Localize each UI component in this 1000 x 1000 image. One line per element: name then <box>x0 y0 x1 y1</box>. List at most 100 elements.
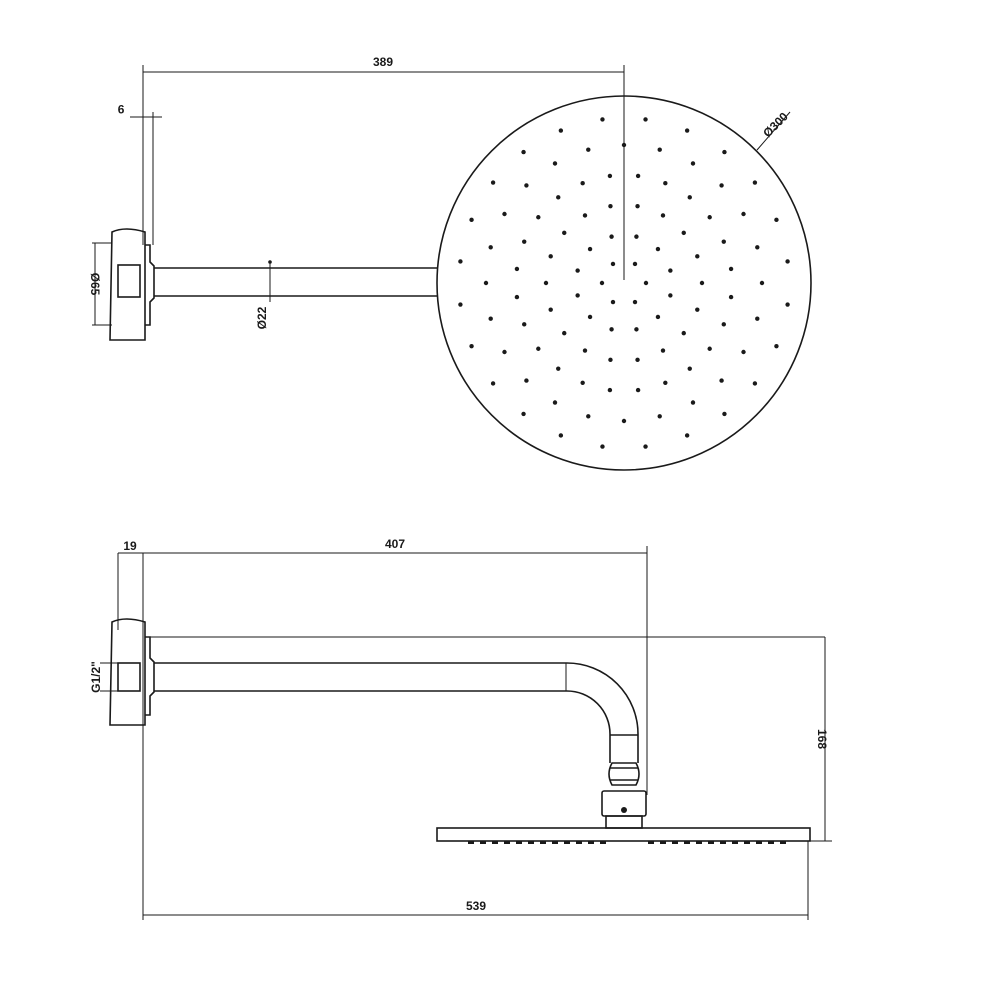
wall-socket <box>117 264 141 298</box>
nozzle <box>580 380 585 385</box>
nozzle <box>660 213 666 218</box>
nozzle <box>586 414 591 419</box>
nozzle <box>536 346 541 351</box>
nozzle <box>468 841 474 844</box>
nozzle <box>785 302 790 307</box>
nozzle <box>635 173 641 179</box>
nozzle <box>660 841 666 844</box>
nozzle <box>721 239 726 244</box>
nozzle-pattern <box>458 117 790 449</box>
nozzle <box>580 181 585 186</box>
nozzle <box>528 841 534 844</box>
nozzle <box>524 183 529 188</box>
nozzle <box>490 381 496 386</box>
nozzle <box>621 418 627 424</box>
nozzle <box>684 841 690 844</box>
nozzle <box>587 314 593 320</box>
screw-icon <box>621 807 627 813</box>
dim-arrow <box>268 260 272 264</box>
nozzle <box>556 195 561 200</box>
nozzle <box>774 343 779 349</box>
nozzle <box>657 414 662 419</box>
nozzle <box>660 348 666 353</box>
nozzle <box>492 841 498 844</box>
ball-joint <box>608 762 640 786</box>
nozzle <box>690 161 696 166</box>
nozzle <box>687 195 692 200</box>
nozzle <box>695 307 700 312</box>
dim-reach: 407 <box>385 537 405 551</box>
nozzle <box>672 841 678 844</box>
nozzle <box>521 149 526 155</box>
dim-head-diameter: Ø300 <box>760 109 791 140</box>
arm-elbow-end <box>609 734 639 763</box>
dim-arm-length: 389 <box>373 55 393 69</box>
wall-section <box>109 228 146 341</box>
nozzle <box>721 322 726 327</box>
nozzle <box>582 348 588 353</box>
nozzle <box>524 378 529 383</box>
nozzle <box>543 280 549 286</box>
nozzle <box>608 203 613 209</box>
nozzle <box>576 841 582 844</box>
nozzle <box>609 327 614 332</box>
nozzle <box>722 149 727 155</box>
nozzle <box>609 234 614 239</box>
nozzle <box>558 128 564 133</box>
nozzle <box>516 841 522 844</box>
nozzle <box>719 378 724 383</box>
nozzle <box>607 387 613 393</box>
nozzle <box>502 211 507 217</box>
nozzle <box>643 280 649 286</box>
nozzle <box>648 841 654 844</box>
side-view: 19 407 G1/2" 168 539 <box>89 537 832 920</box>
nozzle <box>588 841 594 844</box>
nozzle <box>643 444 648 449</box>
nozzle <box>752 381 758 386</box>
nozzle <box>684 128 690 133</box>
nozzle <box>657 147 662 152</box>
nozzle <box>458 259 463 264</box>
nozzle <box>599 280 605 286</box>
nozzle <box>514 266 520 272</box>
nozzle <box>681 330 686 336</box>
nozzle <box>728 294 734 300</box>
nozzle <box>634 234 639 239</box>
nozzle <box>469 343 474 349</box>
nozzle <box>608 357 613 363</box>
nozzle <box>744 841 750 844</box>
nozzle <box>488 316 493 321</box>
nozzle <box>600 444 605 449</box>
nozzle <box>690 400 696 405</box>
connector-base <box>605 815 643 829</box>
nozzle <box>632 299 638 305</box>
nozzle <box>562 230 567 236</box>
wall-flange <box>145 636 155 716</box>
nozzle <box>635 203 640 209</box>
nozzle <box>732 841 738 844</box>
nozzle <box>552 841 558 844</box>
nozzle <box>728 266 734 272</box>
nozzle <box>480 841 486 844</box>
nozzle <box>663 380 668 385</box>
nozzle <box>504 841 510 844</box>
nozzle-row <box>468 841 786 844</box>
nozzle <box>655 314 661 320</box>
dim-arm-diameter: Ø22 <box>255 306 269 329</box>
nozzle <box>774 217 779 223</box>
nozzle <box>564 841 570 844</box>
nozzle <box>655 246 661 252</box>
nozzle <box>741 349 746 355</box>
nozzle <box>587 246 593 252</box>
nozzle <box>600 117 605 122</box>
nozzle <box>575 293 580 298</box>
nozzle <box>548 307 553 312</box>
nozzle <box>552 400 558 405</box>
nozzle <box>668 268 673 273</box>
nozzle <box>720 841 726 844</box>
dim-leader-300 <box>756 111 791 151</box>
dim-flange-depth: 9 <box>117 102 124 116</box>
nozzle <box>540 841 546 844</box>
nozzle <box>458 302 463 307</box>
